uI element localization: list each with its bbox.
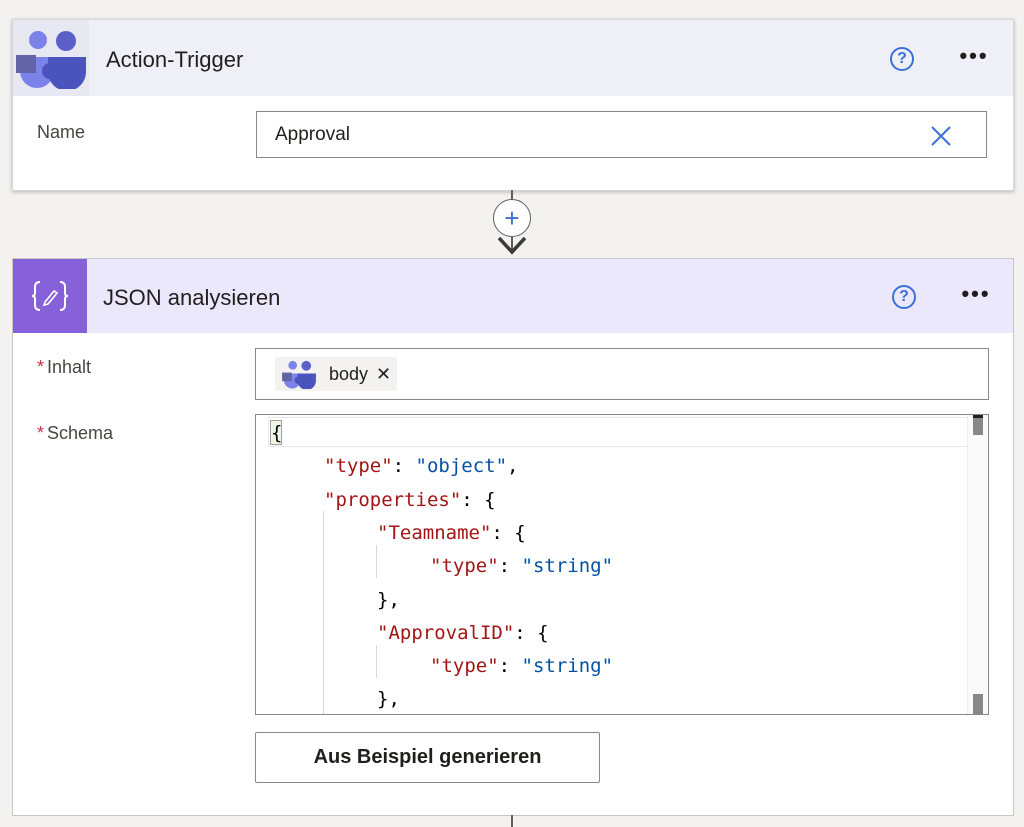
inhalt-label: *Inhalt <box>37 357 92 377</box>
parse-json-card: JSON analysieren ? ••• *Inhalt *Schema b… <box>12 258 1014 816</box>
teams-icon <box>13 20 89 96</box>
connector-line <box>511 815 513 827</box>
clear-icon[interactable] <box>928 123 954 149</box>
generate-from-sample-button[interactable]: Aus Beispiel generieren <box>255 732 600 783</box>
code-line: "Teamname": { <box>377 521 526 544</box>
bracket-match-cursor <box>270 420 282 445</box>
schema-code-editor[interactable]: { "type": "object", "properties": { "Teamna… <box>255 414 989 715</box>
inhalt-input[interactable]: body ✕ <box>255 348 989 400</box>
help-icon[interactable]: ? <box>892 285 916 309</box>
card-title: JSON analysieren <box>103 285 281 310</box>
required-mark: * <box>37 423 45 443</box>
dynamic-content-token[interactable]: body ✕ <box>275 357 398 391</box>
connector-line <box>511 190 513 199</box>
editor-scrollbar[interactable] <box>967 415 988 714</box>
name-input[interactable] <box>256 111 987 158</box>
more-options-icon[interactable]: ••• <box>961 281 991 306</box>
remove-token-icon[interactable]: ✕ <box>376 363 392 384</box>
parse-json-header[interactable]: JSON analysieren ? ••• <box>13 259 1013 333</box>
schema-label: *Schema <box>37 423 114 443</box>
scrollbar-thumb[interactable] <box>973 415 983 435</box>
code-line: "properties": { <box>324 488 496 511</box>
code-line: { <box>271 422 283 444</box>
code-line: "type": "object", <box>324 455 519 478</box>
card-title: Action-Trigger <box>106 47 244 72</box>
help-icon[interactable]: ? <box>890 47 914 71</box>
name-label: Name <box>37 122 86 142</box>
code-line: }, <box>377 588 400 611</box>
action-trigger-header[interactable]: Action-Trigger ? ••• <box>13 20 1013 96</box>
scrollbar-thumb[interactable] <box>973 694 983 714</box>
indent-guide <box>323 511 324 714</box>
plus-icon: + <box>504 202 520 233</box>
connector-line <box>511 237 513 253</box>
token-label: body <box>329 363 369 384</box>
code-lines: { "type": "object", "properties": { "Teamna… <box>256 415 968 714</box>
code-line: }, <box>377 688 400 711</box>
action-trigger-card: Action-Trigger ? ••• Name <box>12 19 1014 191</box>
arrow-down-icon <box>497 236 527 255</box>
indent-guide <box>376 645 377 678</box>
current-line-highlight <box>268 417 986 447</box>
add-step-button[interactable]: + <box>493 199 531 237</box>
more-options-icon[interactable]: ••• <box>959 43 989 68</box>
required-mark: * <box>37 357 45 377</box>
code-line: "type": "string" <box>430 555 614 578</box>
indent-guide <box>376 545 377 578</box>
code-line: "type": "string" <box>430 655 614 678</box>
code-line: "ApprovalID": { <box>377 621 549 644</box>
json-braces-icon <box>13 259 87 333</box>
teams-icon <box>282 360 316 389</box>
